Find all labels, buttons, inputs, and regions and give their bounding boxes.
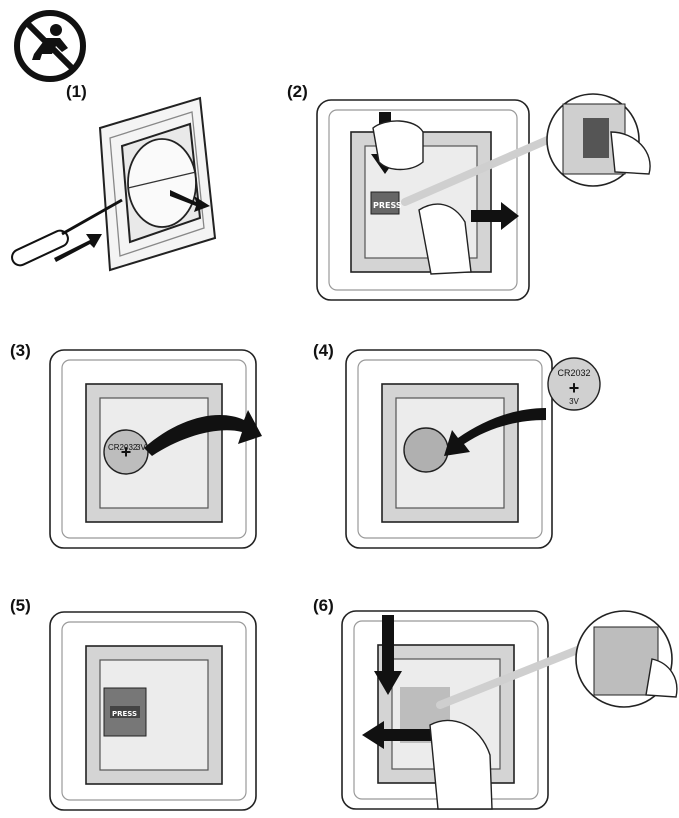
battery-model-4: CR2032: [557, 368, 590, 378]
step-2-illustration: PRESS: [316, 93, 651, 301]
no-children-icon: [14, 10, 86, 82]
step-5-label: (5): [10, 596, 31, 615]
battery-voltage: 3V: [136, 443, 146, 452]
step-3-illustration: + CR2032 3V: [49, 349, 262, 549]
press-label-5: PRESS: [112, 710, 137, 718]
step-4-label: (4): [313, 341, 334, 360]
battery-plus-4: +: [569, 378, 580, 398]
step-4-illustration: CR2032 + 3V: [345, 349, 601, 549]
step-1-label: (1): [66, 82, 87, 101]
screwdriver-icon: [11, 229, 69, 267]
step-1-illustration: [11, 96, 217, 272]
step-6-illustration: [341, 610, 678, 810]
battery-model: CR2032: [108, 443, 138, 452]
step-5-illustration: PRESS: [49, 611, 257, 811]
step-6-label: (6): [313, 596, 334, 615]
step-3-label: (3): [10, 341, 31, 360]
step-2-label: (2): [287, 82, 308, 101]
battery-plus: +: [121, 442, 132, 462]
battery-voltage-4: 3V: [569, 397, 579, 406]
press-label: PRESS: [373, 201, 402, 210]
